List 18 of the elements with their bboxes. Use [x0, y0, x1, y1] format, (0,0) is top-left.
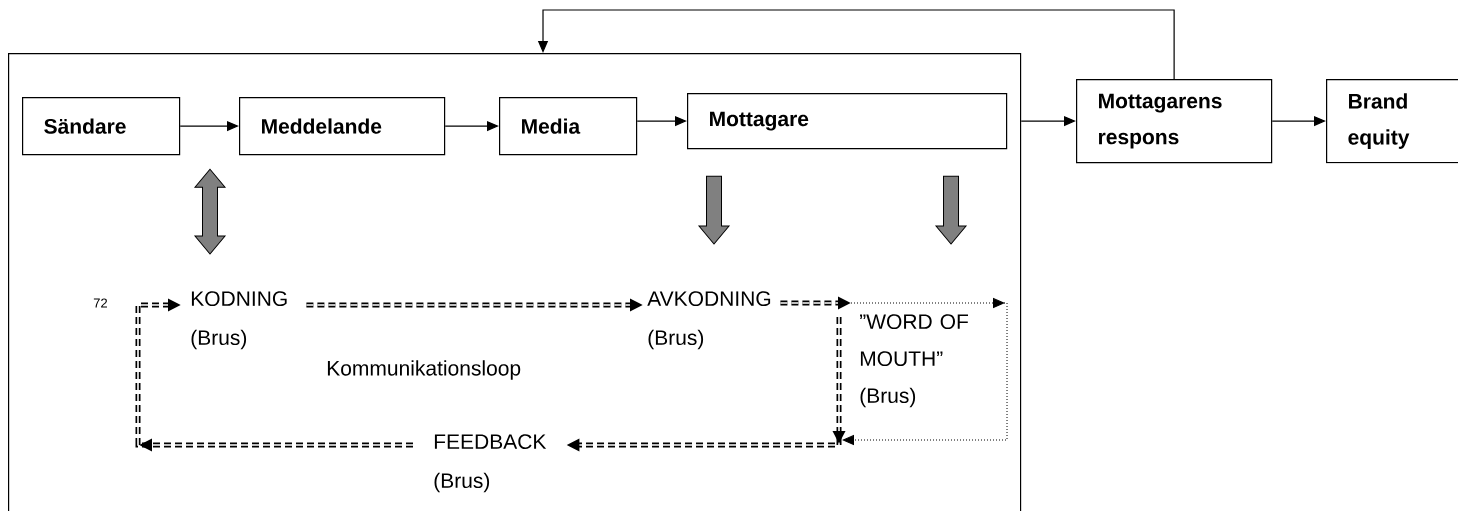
process-box: Meddelande [239, 97, 446, 156]
block-arrow [935, 175, 967, 245]
stage-label: FEEDBACK (Brus) [434, 434, 547, 493]
stage-label: AVKODNING (Brus) [647, 291, 771, 350]
dashed-arrow [135, 298, 414, 452]
block-arrow [698, 175, 730, 245]
loop-label: Kommunikationsloop [327, 360, 521, 380]
process-box: Mottagarens respons [1076, 79, 1273, 164]
dotted-arrow [842, 298, 1008, 445]
page-number: 72 [93, 298, 107, 308]
block-arrow [194, 168, 226, 255]
process-box: Sändare [22, 97, 181, 156]
process-box: Brand equity [1326, 79, 1458, 164]
stage-label: ”WORD OF MOUTH” (Brus) [860, 314, 968, 408]
process-box: Media [499, 97, 638, 156]
frame-box [8, 53, 1022, 511]
process-box: Mottagare [687, 93, 1008, 150]
stage-label: KODNING (Brus) [191, 291, 287, 350]
